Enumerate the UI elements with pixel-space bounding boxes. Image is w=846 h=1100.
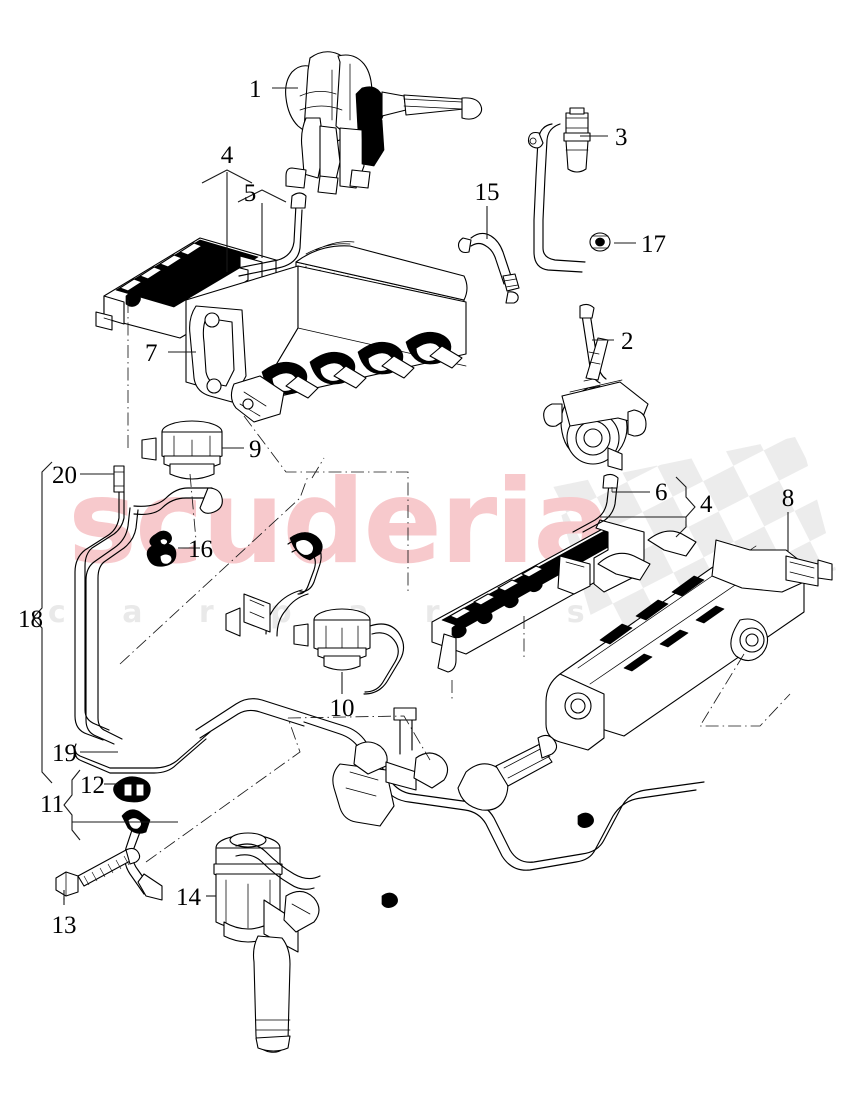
part-3-check-valve — [563, 107, 591, 173]
callout-16[interactable]: 16 — [178, 536, 213, 563]
lower-line-harness — [195, 698, 705, 908]
callout-18[interactable]: 18 — [18, 461, 53, 784]
part-13-hex-bolt — [55, 847, 141, 897]
part-16-retaining-clip — [146, 530, 177, 567]
part-1-throttle-body-actuator — [285, 51, 483, 195]
callout-4-left-label: 4 — [221, 142, 234, 169]
callout-17[interactable]: 17 — [614, 231, 666, 258]
part-14-secondary-air-pump — [213, 832, 321, 1053]
callout-8[interactable]: 8 — [782, 485, 795, 552]
callout-3-label: 3 — [615, 124, 628, 151]
callout-2[interactable]: 2 — [592, 328, 634, 355]
callout-15[interactable]: 15 — [475, 179, 500, 239]
callout-19[interactable]: 19 — [52, 740, 118, 767]
callout-7[interactable]: 7 — [145, 340, 196, 367]
callout-9[interactable]: 9 — [222, 436, 262, 463]
callout-14-label: 14 — [176, 884, 202, 911]
part-7-intake-manifold — [185, 241, 468, 423]
watermark-brand: scuderia — [68, 455, 609, 590]
callout-10-label: 10 — [330, 695, 355, 722]
callout-2-label: 2 — [621, 328, 634, 355]
mid-hose-bundle — [225, 532, 405, 695]
callout-5[interactable]: 5 — [237, 180, 287, 258]
callout-9-label: 9 — [249, 436, 262, 463]
callout-14[interactable]: 14 — [176, 884, 216, 911]
callout-16-label: 16 — [188, 536, 213, 563]
part-9-air-valve-upper — [141, 420, 223, 480]
callout-17-label: 17 — [641, 231, 666, 258]
part-vacuum-pump — [543, 337, 649, 471]
callout-6[interactable]: 6 — [611, 479, 668, 506]
assembly-leader-lines — [119, 300, 525, 863]
callout-5-label: 5 — [244, 180, 257, 207]
callout-13[interactable]: 13 — [52, 890, 77, 939]
callout-15-label: 15 — [475, 179, 500, 206]
part-8-cylinder-head-cover — [545, 530, 833, 751]
callout-20[interactable]: 20 — [52, 462, 114, 489]
callout-13-label: 13 — [52, 912, 77, 939]
callout-1-label: 1 — [249, 76, 262, 103]
callout-11-label: 11 — [40, 791, 64, 818]
callout-4-right-label: 4 — [700, 491, 713, 518]
callout-4-right[interactable]: 4 — [600, 476, 713, 538]
callout-10[interactable]: 10 — [330, 672, 355, 722]
part-4-6-fuel-rail-right — [431, 473, 645, 673]
callout-8-label: 8 — [782, 485, 795, 512]
part-15-connecting-hose — [457, 232, 520, 304]
part-18-line-assembly — [74, 465, 223, 774]
callout-12-label: 12 — [80, 772, 105, 799]
callout-12[interactable]: 12 — [80, 772, 118, 799]
callout-19-label: 19 — [52, 740, 77, 767]
callout-8-dashdot — [699, 653, 791, 727]
callout-3[interactable]: 3 — [580, 124, 628, 151]
callout-11[interactable]: 11 — [40, 769, 178, 841]
callout-18-label: 18 — [18, 606, 43, 633]
callout-4-left[interactable]: 4 — [201, 142, 253, 272]
part-4-5-fuel-rail-left — [95, 192, 307, 339]
part-12-clamp — [113, 776, 151, 803]
part-17-grommet — [589, 232, 611, 252]
callout-1[interactable]: 1 — [249, 76, 298, 103]
callout-20-label: 20 — [52, 462, 77, 489]
part-10-air-valve-lower — [293, 608, 371, 671]
callout-6-label: 6 — [655, 479, 668, 506]
callout-7-label: 7 — [145, 340, 158, 367]
pipe-check-valve-to-pump — [527, 123, 586, 273]
